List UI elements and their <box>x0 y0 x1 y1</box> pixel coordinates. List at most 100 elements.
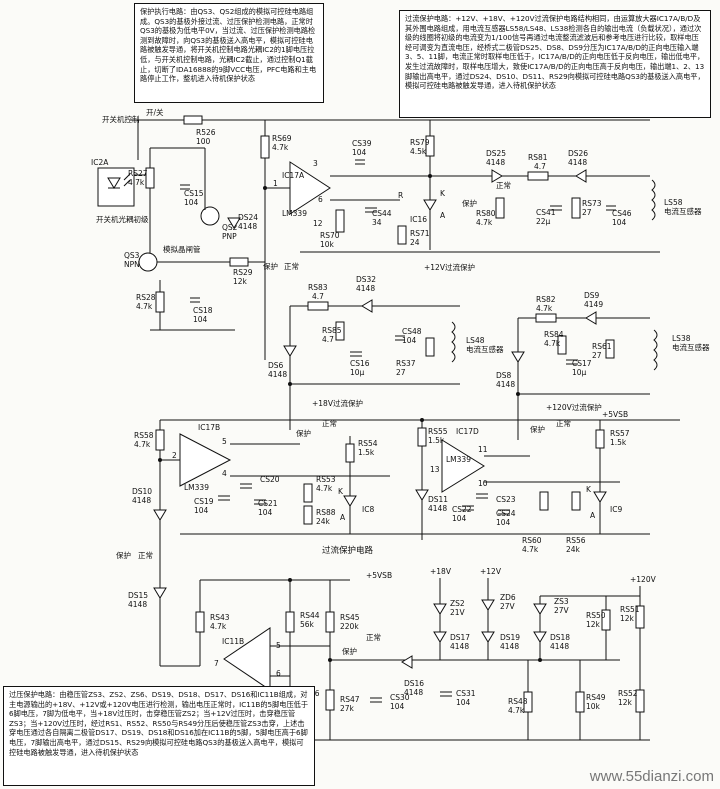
ic9-shunt-regulator-icon <box>593 491 607 503</box>
ic17a-lm339: LM339 <box>282 209 307 218</box>
diode-ds19 <box>481 631 495 643</box>
cs17-label: CS17 <box>572 359 592 368</box>
ic9-k-pin: K <box>586 485 592 494</box>
ic17d-pin13: 13 <box>430 465 440 474</box>
protect-label-4: 保护 <box>530 424 545 434</box>
ic17b-pin4: 4 <box>222 469 227 478</box>
diode-ds17 <box>433 631 447 643</box>
rs45-label: RS45 <box>340 613 360 622</box>
normal-label-2: 正常 <box>496 181 511 190</box>
ic17a-pin3: 3 <box>313 159 318 168</box>
rs61-label: RS61 <box>592 342 612 351</box>
rs37-label: RS37 <box>396 359 416 368</box>
rs83-label: RS83 <box>308 283 328 292</box>
comparator-ic17d <box>441 439 485 493</box>
ic9-a-pin: A <box>590 511 596 520</box>
ic17a-pin6: 6 <box>318 195 323 204</box>
ds6-label: DS6 <box>268 361 284 370</box>
resistor-rs56 <box>571 491 581 511</box>
rs57-label: RS57 <box>610 429 630 438</box>
rs73-value: 27 <box>582 208 592 217</box>
ic9-label: IC9 <box>610 505 622 514</box>
resistor-rs85 <box>335 321 345 341</box>
rs49-value: 10k <box>586 702 601 711</box>
zs2-label: ZS2 <box>450 599 465 608</box>
rs60-label: RS60 <box>522 536 542 545</box>
ic17a-pin1: 1 <box>273 179 278 188</box>
resistor-rs82 <box>535 313 557 323</box>
onoff-label: 开/关 <box>146 107 164 117</box>
rs81-value: 4.7 <box>534 162 546 171</box>
ic16-shunt-regulator-icon <box>423 199 437 211</box>
zs3-label: ZS3 <box>554 597 569 606</box>
ocp-18v-label: +18V过流保护 <box>312 398 363 408</box>
rs44-label: RS44 <box>300 611 320 620</box>
cs46-label: CS46 <box>612 209 632 218</box>
rs49-label: RS49 <box>586 693 606 702</box>
ds25-label: DS25 <box>486 149 506 158</box>
cs19-label: CS19 <box>194 497 214 506</box>
rs56-value: 24k <box>566 545 581 554</box>
ds15-label: DS15 <box>128 591 148 600</box>
resistor-rs61 <box>605 339 615 359</box>
junction-dot <box>158 458 162 462</box>
ds32-value: 4148 <box>356 284 375 293</box>
rs73-label: RS73 <box>582 199 602 208</box>
ds16-label: DS16 <box>404 679 424 688</box>
rs28-label: RS28 <box>136 293 156 302</box>
rs48-label: RS48 <box>508 697 528 706</box>
ds32-label: DS32 <box>356 275 376 284</box>
ds11-label: DS11 <box>428 495 448 504</box>
rs52-value: 12k <box>618 698 633 707</box>
ic2a-label: IC2A <box>91 158 109 167</box>
diode-ds8 <box>511 351 525 363</box>
ds15-value: 4148 <box>128 600 147 609</box>
resistor-rs79 <box>425 135 435 157</box>
normal-label-1: 正常 <box>284 262 299 271</box>
ds24-label: DS24 <box>238 213 258 222</box>
protect-label-3: 保护 <box>296 428 311 438</box>
resistor-rs50 <box>601 609 611 631</box>
diode-ds32 <box>361 299 373 313</box>
rs43-label: RS43 <box>210 613 230 622</box>
ds10-label: DS10 <box>132 487 152 496</box>
rs55-label: RS55 <box>428 427 448 436</box>
ds8-label: DS8 <box>496 371 512 380</box>
cs19-value: 104 <box>194 506 209 515</box>
resistor-rs43 <box>195 611 205 633</box>
ds6-value: 4148 <box>268 370 287 379</box>
cs30-value: 104 <box>390 702 405 711</box>
standby-execution-callout: 保护执行电路：由QS3、QS2组成的模拟可控硅电路组成。QS3的基极外接过流、过… <box>134 3 324 103</box>
rs44-value: 56k <box>300 620 315 629</box>
diode-ds18 <box>533 631 547 643</box>
zs3-value: 27V <box>554 606 570 615</box>
resistor-rs45 <box>325 611 335 633</box>
ls48-coil-icon <box>451 321 456 363</box>
ic16-label: IC16 <box>410 215 427 224</box>
rs70-label: RS70 <box>320 231 340 240</box>
ic16-k-pin: K <box>440 189 446 198</box>
overcurrent-protect-label: 过流保护电路 <box>322 545 374 556</box>
resistor-rs84 <box>557 335 567 355</box>
cs44-value: 34 <box>372 218 382 227</box>
rs84-label: RS84 <box>544 330 564 339</box>
cs16-value: 10μ <box>350 368 365 377</box>
cs20-label: CS20 <box>260 475 280 484</box>
ocp-12v-label: +12V过流保护 <box>424 262 475 272</box>
cs48-value: 104 <box>402 336 417 345</box>
resistor-rs71 <box>397 225 407 245</box>
junction-dot <box>288 578 292 582</box>
rs70-value: 10k <box>320 240 335 249</box>
rs80-label: RS80 <box>476 209 496 218</box>
rs88-value: 24k <box>316 517 331 526</box>
ds18-label: DS18 <box>550 633 570 642</box>
cs39-label: CS39 <box>352 139 372 148</box>
resistor-rs48 <box>523 691 533 713</box>
ic17b-pin5: 5 <box>222 437 227 446</box>
transistor-qs3 <box>138 252 158 272</box>
r526-label: R526 <box>196 128 216 137</box>
junction-dot <box>288 382 292 386</box>
rs82-label: RS82 <box>536 295 556 304</box>
